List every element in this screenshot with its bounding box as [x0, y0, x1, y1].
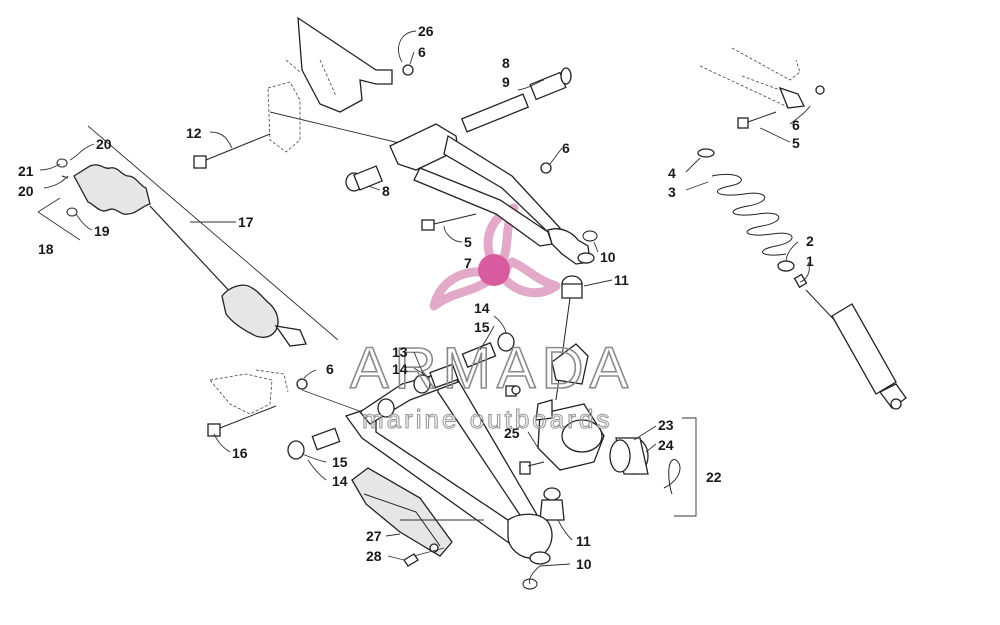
callout-15-upper: 15	[474, 319, 490, 335]
ball-joint-lower	[539, 487, 565, 521]
callout-6-lower: 6	[326, 361, 334, 377]
axle-clip-21	[56, 158, 68, 168]
snap-ring-10-upper	[582, 230, 598, 242]
pivot-tube-9	[460, 93, 530, 133]
callout-12: 12	[186, 125, 202, 141]
callout-14-lower: 14	[332, 473, 348, 489]
callout-5-upper-arm: 5	[464, 234, 472, 250]
callout-14-upper: 14	[474, 300, 490, 316]
pivot-tube-15	[461, 342, 497, 368]
callout-6-shock: 6	[792, 117, 800, 133]
bolt-5-upper	[737, 111, 777, 129]
callout-14-mid: 14	[392, 361, 408, 377]
shock-assembly	[697, 47, 907, 410]
watermark-title: ARMADA	[350, 336, 634, 401]
callout-15-lower: 15	[332, 454, 348, 470]
callout-1: 1	[806, 253, 814, 269]
callout-7: 7	[464, 255, 472, 271]
bolt-5-upper-arm	[421, 213, 477, 231]
bolt-16	[207, 405, 277, 437]
callout-8-top: 8	[502, 55, 510, 71]
callout-22: 22	[706, 469, 722, 485]
callout-25: 25	[504, 425, 520, 441]
screw-28	[403, 553, 419, 567]
bushing-8-upper	[529, 67, 572, 101]
upper-a-arm	[345, 67, 598, 265]
callout-10-lower: 10	[576, 556, 592, 572]
steering-knuckle	[505, 343, 605, 475]
callout-leaders	[39, 30, 811, 585]
callout-labels: 26 6 8 9 12 6 8 5 7 10 11 20 21 20 19 18…	[18, 23, 814, 572]
bolt-12	[193, 133, 271, 169]
callout-2: 2	[806, 233, 814, 249]
bracket-22	[674, 417, 697, 517]
logo-blade-left	[429, 267, 491, 311]
callout-3: 3	[668, 184, 676, 200]
bushing-13	[413, 374, 431, 394]
cv-axle-assembly	[37, 125, 339, 347]
callout-28: 28	[366, 548, 382, 564]
callout-26: 26	[418, 23, 434, 39]
bushing-14-bottom	[287, 440, 305, 460]
lower-frame-bracket	[209, 369, 289, 415]
callout-27: 27	[366, 528, 382, 544]
callout-10-top: 10	[600, 249, 616, 265]
a-arm-guard	[351, 467, 453, 557]
watermark-subtitle: marine outboards	[362, 404, 612, 434]
callout-20-top: 20	[96, 136, 112, 152]
watermark-text: ARMADA marine outboards	[349, 335, 634, 434]
callout-4: 4	[668, 165, 676, 181]
callout-6-upper-arm: 6	[562, 140, 570, 156]
callout-17: 17	[238, 214, 254, 230]
callout-11-lower: 11	[576, 533, 591, 549]
spring-retainer	[697, 148, 715, 158]
upper-frame-bracket	[193, 16, 421, 169]
axle-clip-19	[66, 207, 78, 217]
callout-8-lower: 8	[382, 183, 390, 199]
watermark-logo	[429, 203, 561, 311]
bolt-25	[519, 461, 545, 475]
bushing-8-lower	[345, 165, 383, 192]
inner-cv-boot	[73, 164, 151, 215]
pivot-tube-15-bottom	[311, 427, 341, 451]
shock-absorber	[777, 260, 907, 410]
callout-21: 21	[18, 163, 34, 179]
snap-ring-bearing	[663, 459, 681, 495]
axle-spline	[274, 325, 307, 347]
callout-5-shock: 5	[792, 135, 800, 151]
logo-blade-right	[495, 257, 561, 298]
callout-9: 9	[502, 74, 510, 90]
callout-18: 18	[38, 241, 54, 257]
callout-19: 19	[94, 223, 110, 239]
callout-11-top: 11	[614, 272, 629, 288]
callout-6-top: 6	[418, 44, 426, 60]
ball-joint-upper	[555, 275, 583, 401]
wheel-bearing	[609, 437, 681, 495]
callout-16: 16	[232, 445, 248, 461]
logo-hub	[478, 254, 510, 286]
callout-20-bottom: 20	[18, 183, 34, 199]
coil-spring	[711, 173, 793, 256]
lower-a-arm	[207, 332, 553, 590]
callout-23: 23	[658, 417, 674, 433]
outer-cv-boot	[221, 284, 279, 338]
callout-13: 13	[392, 344, 408, 360]
callout-24: 24	[658, 437, 674, 453]
logo-blade-top	[483, 203, 519, 267]
